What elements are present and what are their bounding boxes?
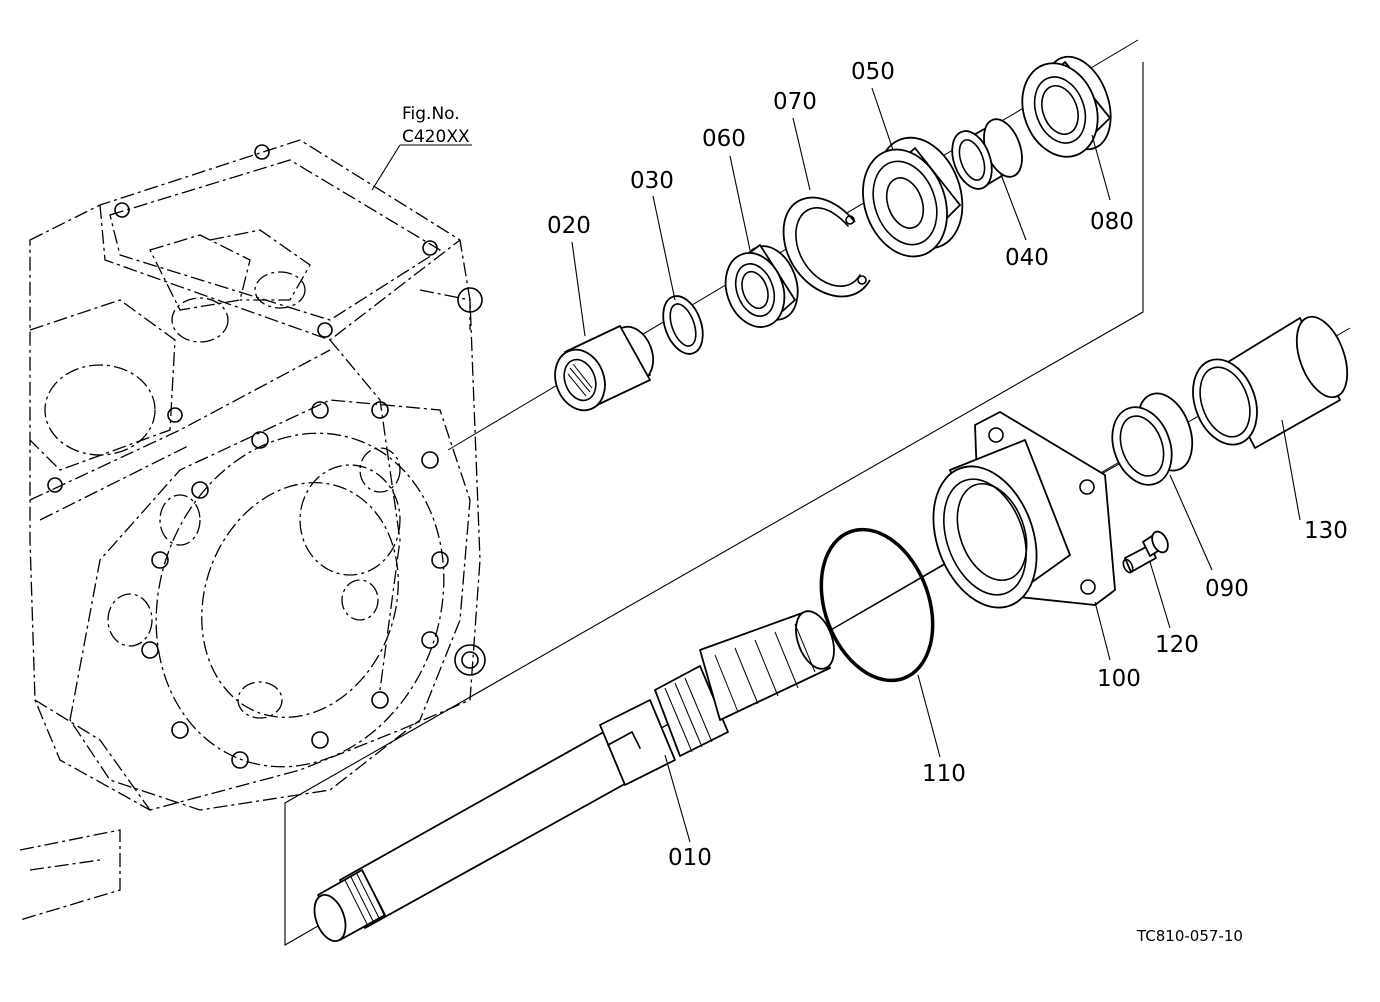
callout-070: 070	[773, 89, 817, 115]
ball-bearing-060	[724, 244, 799, 328]
callout-060: 060	[702, 126, 746, 152]
part-callouts: 010 020 030 040 050 060 070 080 090 100 …	[547, 59, 1348, 871]
pto-shaft-010	[313, 610, 835, 942]
drawing-code: TC810-057-10	[1136, 927, 1243, 945]
fitting-120	[1122, 530, 1169, 574]
callout-050: 050	[851, 59, 895, 85]
o-ring-110	[819, 527, 935, 683]
callout-120: 120	[1155, 632, 1199, 658]
callout-110: 110	[922, 761, 966, 787]
transmission-housing	[19, 139, 486, 921]
callout-100: 100	[1097, 666, 1141, 692]
sleeve-130	[1192, 315, 1349, 449]
ball-bearing-050	[862, 136, 964, 258]
bearing-case-100	[932, 411, 1116, 609]
callout-leader-lines	[371, 87, 1301, 843]
needle-bearing-020	[554, 325, 654, 412]
figure-number: C420XX	[402, 127, 470, 147]
callout-030: 030	[630, 168, 674, 194]
oil-seal-080	[1021, 55, 1112, 158]
callout-130: 130	[1304, 518, 1348, 544]
figure-reference: Fig.No. C420XX	[402, 104, 470, 147]
figure-label: Fig.No.	[402, 104, 460, 124]
seal-090	[1111, 392, 1194, 486]
collar-040	[951, 118, 1023, 190]
callout-040: 040	[1005, 245, 1049, 271]
callout-090: 090	[1205, 576, 1249, 602]
assembly-axis-lines	[339, 39, 1351, 916]
callout-080: 080	[1090, 209, 1134, 235]
circlip-070	[782, 196, 871, 298]
callout-010: 010	[668, 845, 712, 871]
snap-ring-030	[662, 295, 704, 355]
callout-020: 020	[547, 213, 591, 239]
